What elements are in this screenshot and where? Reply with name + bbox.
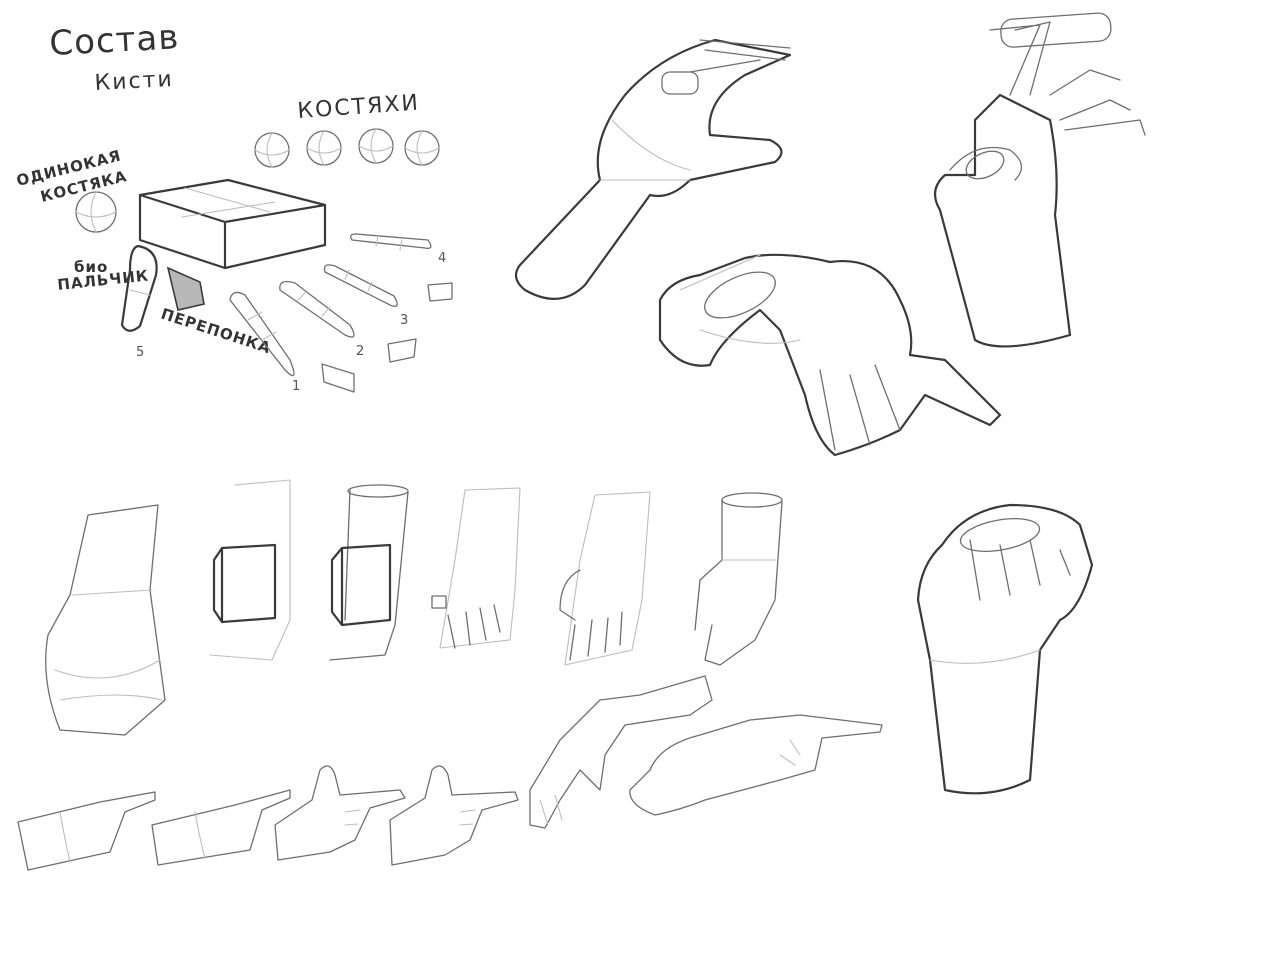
- progression-stage-4: [431, 487, 521, 649]
- progression-stage-1: [45, 504, 166, 736]
- finger-number-5: 5: [136, 345, 144, 360]
- pointing-stage-1: [17, 791, 156, 871]
- bone-sphere: [358, 128, 394, 164]
- progression-stage-3: [329, 484, 409, 661]
- hand-sketch-fist: [916, 503, 1094, 795]
- pointing-progression-row: [17, 675, 883, 871]
- title-line-1: Состав: [48, 17, 180, 64]
- finger-number-4: 4: [438, 251, 446, 266]
- palm-box: [138, 178, 327, 270]
- bone-sphere: [254, 132, 290, 168]
- progression-stage-5: [559, 491, 651, 666]
- pointing-stage-2: [151, 789, 291, 866]
- hand-sketch-reaching: [514, 38, 792, 300]
- pointing-stage-3: [274, 765, 406, 861]
- lone-bone-sphere: [75, 191, 117, 233]
- finger-number-2: 2: [356, 344, 364, 359]
- pointing-stage-5: [529, 675, 713, 829]
- finger-number-3: 3: [400, 313, 408, 328]
- label-webbing: ПЕРЕПОНКА: [159, 305, 274, 358]
- hand-sketch-open-palm: [658, 253, 1002, 457]
- bone-sphere: [306, 130, 342, 166]
- label-bones: КОСТЯХИ: [297, 90, 421, 123]
- label-thumb-line-1: био: [74, 258, 108, 276]
- pointing-stage-6: [629, 714, 883, 816]
- finger-segments: [120, 233, 432, 377]
- finger-number-1: 1: [292, 379, 300, 394]
- label-thumb-line-2: ПАЛЬЧИК: [57, 266, 150, 294]
- pointing-stage-4: [389, 765, 519, 866]
- hand-progression-row: [45, 479, 783, 736]
- bone-sphere: [404, 130, 440, 166]
- title-line-2: Кисти: [94, 67, 174, 96]
- progression-stage-2: [209, 479, 291, 661]
- progression-stage-6: [694, 492, 783, 666]
- bone-spheres: [254, 128, 440, 168]
- webbing-pieces: [166, 266, 453, 393]
- hand-sketch-raised: [933, 12, 1146, 348]
